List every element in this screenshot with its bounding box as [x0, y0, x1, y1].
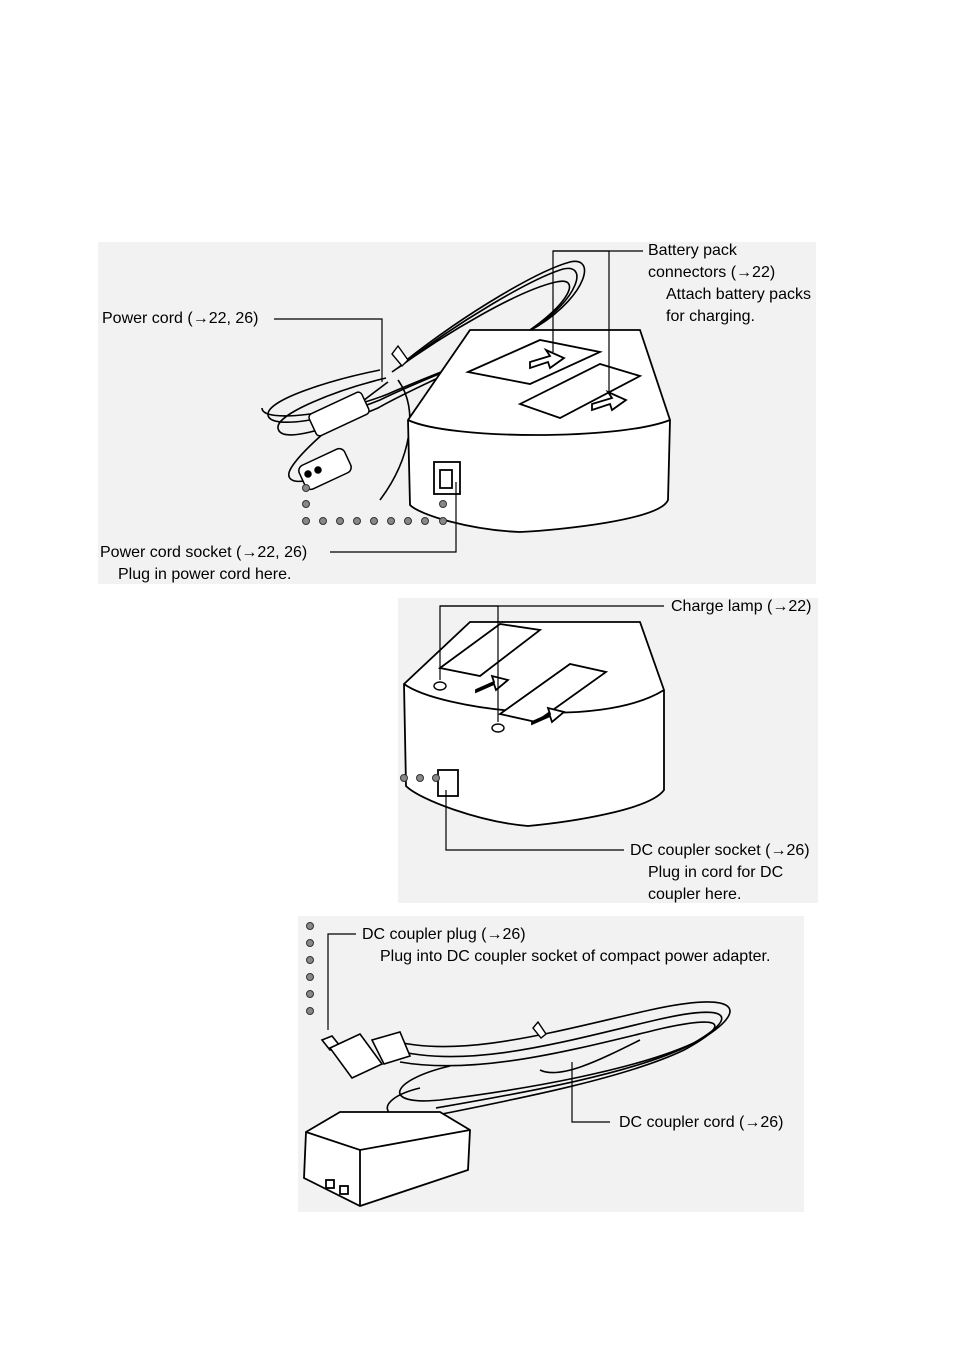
charger-rear-view-illustration — [403, 621, 665, 827]
leader-lines-figure-1 — [274, 250, 643, 553]
dc-socket-label: DC coupler socket (→26) Plug in cord for… — [630, 840, 810, 906]
dc-socket-desc2: coupler here. — [648, 886, 742, 903]
dc-coupler-plug-illustration — [320, 1031, 412, 1080]
power-socket-label: Power cord socket (→22, 26) Plug in powe… — [100, 542, 307, 586]
leader-lines-figure-2 — [439, 605, 664, 851]
power-plug-illustration — [298, 391, 370, 491]
power-socket-desc: Plug in power cord here. — [118, 566, 292, 583]
power-socket-text: Power cord socket (→22, 26) — [100, 544, 308, 561]
dc-plug-text: DC coupler plug (→26) — [362, 926, 526, 943]
dc-socket-desc1: Plug in cord for DC — [648, 864, 784, 881]
dotted-connection-1 — [302, 484, 447, 525]
leader-lines-figure-3 — [327, 933, 610, 1123]
battery-connectors-desc2: for charging. — [666, 308, 755, 325]
dc-socket-text: DC coupler socket (→26) — [630, 842, 810, 859]
charge-lamp-label: Charge lamp (→22) — [671, 596, 812, 618]
dc-cord-label: DC coupler cord (→26) — [619, 1112, 784, 1134]
battery-connectors-line2: connectors (→22) — [648, 264, 776, 281]
cord-tie-icon — [532, 1020, 547, 1039]
dc-cord-text: DC coupler cord (→26) — [619, 1114, 784, 1131]
battery-connectors-desc1: Attach battery packs — [666, 286, 811, 303]
cord-tie-icon — [391, 344, 409, 368]
dc-plug-desc: Plug into DC coupler socket of compact p… — [380, 948, 771, 965]
dotted-connection-2 — [400, 774, 440, 782]
charge-lamp-text: Charge lamp (→22) — [671, 598, 812, 615]
dc-coupler-block-illustration — [303, 1111, 471, 1207]
battery-connectors-label: Battery pack connectors (→22) Attach bat… — [648, 240, 811, 328]
battery-connectors-line1: Battery pack — [648, 242, 737, 259]
charge-lamp-marker — [433, 681, 505, 733]
power-cord-text: Power cord (→22, 26) — [102, 310, 259, 327]
charger-top-view-illustration — [407, 329, 671, 533]
power-cord-label: Power cord (→22, 26) — [102, 308, 259, 330]
dc-plug-label: DC coupler plug (→26) Plug into DC coupl… — [362, 924, 770, 968]
dotted-connection-3 — [306, 922, 314, 1015]
